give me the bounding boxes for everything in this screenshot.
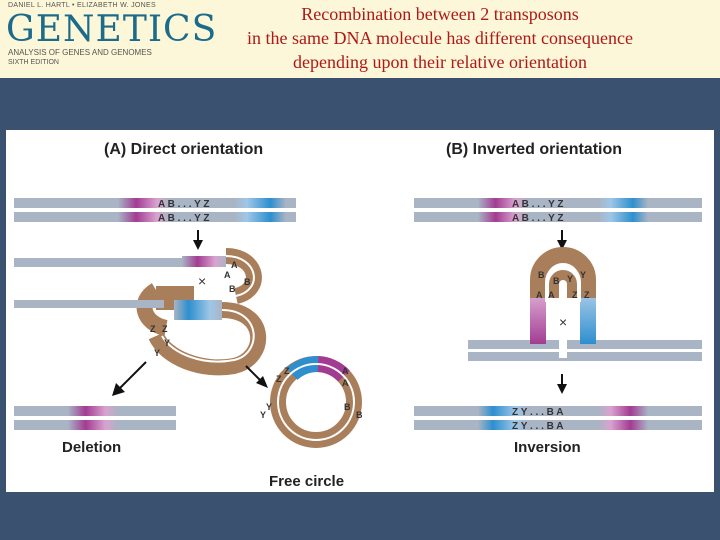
header: DANIEL L. HARTL • ELIZABETH W. JONES GEN… (0, 0, 720, 78)
logo-subtitle: ANALYSIS OF GENES AND GENOMES (8, 48, 152, 57)
panel-a-dna-top: A B . . . Y Z A B . . . Y Z (14, 198, 296, 224)
panel-b-seq-bottom: A B . . . Y Z (512, 213, 564, 224)
panel-a-seq-bottom: A B . . . Y Z (158, 213, 210, 224)
hairpin-label-y1: Y (567, 274, 573, 284)
loop-label-y2: Y (154, 348, 160, 358)
inversion-seq-bottom: Z Y . . . B A (512, 421, 564, 432)
hairpin-label-z1: Z (572, 290, 578, 300)
loop-label-y1: Y (164, 338, 170, 348)
panel-b-heading: (B) Inverted orientation (446, 141, 622, 158)
loop-label-a2: A (224, 270, 231, 280)
hairpin-label-a2: A (548, 290, 555, 300)
panel-a-heading: (A) Direct orientation (104, 141, 263, 158)
circle-label-z1: Z (284, 366, 290, 376)
inversion-dna: Z Y . . . B A Z Y . . . B A (414, 406, 702, 432)
loop-label-b2: B (244, 277, 251, 287)
free-circle: Z Z A A B B Y Y (260, 356, 363, 448)
loop-label-z1: Z (150, 324, 156, 334)
crossover-x-b: × (559, 314, 567, 330)
circle-label-a2: A (342, 378, 349, 388)
transposon-diagram: (A) Direct orientation A B . . . Y Z A B… (14, 141, 702, 490)
deletion-label: Deletion (62, 439, 121, 456)
hairpin-label-b1: B (538, 270, 545, 280)
panel-b-arrow-down-2 (557, 374, 567, 394)
panel-a-arrow-down (193, 230, 203, 250)
logo-name: GENETICS (6, 9, 218, 50)
figure-panel: (A) Direct orientation A B . . . Y Z A B… (6, 130, 714, 492)
logo-edition: SIXTH EDITION (8, 59, 59, 66)
loop-label-b1: B (229, 284, 236, 294)
hairpin-label-b2: B (553, 276, 560, 286)
panel-b-dna-top: A B . . . Y Z A B . . . Y Z (414, 198, 702, 224)
crossover-x-a: × (198, 273, 206, 289)
loop-label-a1: A (231, 260, 238, 270)
panel-a-loop: A A B B Z Z Y Y × (14, 248, 266, 376)
book-logo: DANIEL L. HARTL • ELIZABETH W. JONES GEN… (6, 2, 216, 74)
title-line-2: in the same DNA molecule has different c… (246, 28, 634, 48)
inversion-label: Inversion (514, 439, 581, 456)
hairpin-label-a1: A (536, 290, 543, 300)
inversion-seq-top: Z Y . . . B A (512, 407, 564, 418)
panel-a-arrow-left (112, 361, 147, 396)
title-line-3: depending upon their relative orientatio… (293, 52, 587, 72)
slide-title: Recombination between 2 transposons in t… (190, 2, 690, 74)
panel-b-arrow-down-1 (557, 230, 567, 250)
circle-label-z2: Z (276, 374, 282, 384)
title-line-1: Recombination between 2 transposons (301, 4, 579, 24)
panel-b-hairpin: B B Y Y A A Z Z × (468, 247, 702, 361)
panel-a-arrow-right (245, 365, 268, 388)
panel-b-seq-top: A B . . . Y Z (512, 199, 564, 210)
deletion-dna (14, 406, 176, 430)
hairpin-label-y2: Y (580, 270, 586, 280)
panel-a-seq-top: A B . . . Y Z (158, 199, 210, 210)
free-circle-label: Free circle (269, 473, 344, 490)
circle-label-a1: A (342, 366, 349, 376)
circle-label-b2: B (356, 410, 363, 420)
circle-label-y1: Y (266, 402, 272, 412)
circle-label-b1: B (344, 402, 351, 412)
loop-label-z2: Z (162, 324, 168, 334)
hairpin-label-z2: Z (584, 290, 590, 300)
circle-label-y2: Y (260, 410, 266, 420)
logo-authors: DANIEL L. HARTL • ELIZABETH W. JONES (8, 2, 156, 9)
